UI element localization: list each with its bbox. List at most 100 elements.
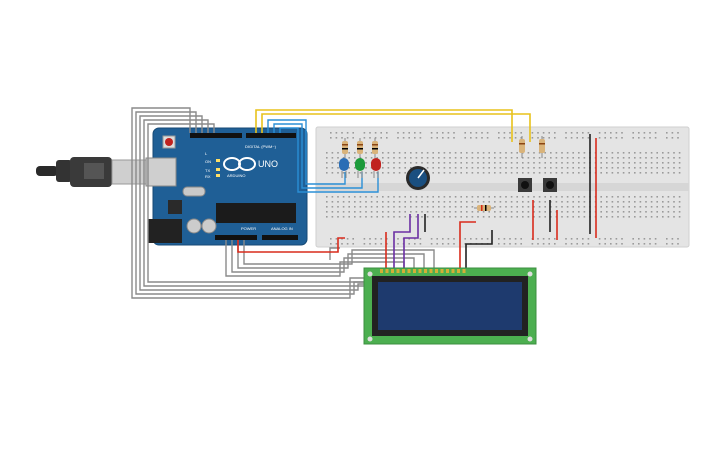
- arduino-logo: [223, 157, 256, 171]
- breadboard-hole: [510, 206, 513, 208]
- breadboard-hole: [486, 238, 489, 240]
- breadboard-hole: [382, 196, 384, 198]
- breadboard-hole: [376, 172, 378, 174]
- breadboard-hole: [634, 157, 636, 159]
- model-label: UNO: [258, 159, 278, 169]
- breadboard-hole: [436, 243, 438, 245]
- breadboard-hole: [611, 211, 614, 213]
- breadboard-hole: [330, 243, 332, 245]
- breadboard-hole: [466, 201, 468, 203]
- breadboard-hole: [578, 206, 580, 208]
- breadboard-hole: [488, 172, 490, 174]
- breadboard-hole: [542, 243, 545, 245]
- breadboard-hole: [643, 132, 646, 134]
- breadboard-hole: [578, 162, 580, 164]
- breadboard-hole: [533, 201, 535, 203]
- breadboard-hole: [471, 206, 474, 208]
- breadboard-hole: [415, 162, 418, 164]
- breadboard-hole: [522, 206, 524, 208]
- breadboard-hole: [442, 243, 444, 245]
- breadboard-hole: [397, 132, 399, 134]
- breadboard-hole: [414, 243, 416, 245]
- breadboard-hole: [341, 132, 343, 134]
- breadboard-hole: [662, 172, 664, 174]
- breadboard-hole: [611, 216, 614, 218]
- breadboard-hole: [460, 211, 462, 213]
- breadboard-hole: [606, 152, 608, 154]
- breadboard-hole: [622, 172, 625, 174]
- breadboard-hole: [656, 162, 658, 164]
- yellow-wires: [255, 109, 531, 142]
- breadboard-hole: [634, 216, 636, 218]
- breadboard-hole: [449, 211, 451, 213]
- breadboard-hole: [432, 211, 434, 213]
- breadboard-hole: [460, 152, 462, 154]
- breadboard-hole: [393, 152, 395, 154]
- breadboard-hole: [566, 206, 569, 208]
- breadboard-hole: [414, 137, 416, 139]
- breadboard-hole: [342, 216, 345, 218]
- breadboard-hole: [460, 196, 462, 198]
- breadboard-hole: [548, 243, 550, 245]
- breadboard-hole: [514, 243, 517, 245]
- breadboard-hole: [622, 152, 625, 154]
- breadboard-hole: [622, 162, 625, 164]
- breadboard-hole: [604, 243, 606, 245]
- breadboard-hole: [365, 167, 367, 169]
- breadboard-hole: [337, 167, 339, 169]
- breadboard-hole: [498, 132, 500, 134]
- red-led: [371, 158, 381, 178]
- breadboard-hole: [376, 201, 378, 203]
- breadboard-hole: [649, 132, 651, 134]
- breadboard-hole: [503, 238, 506, 240]
- breadboard-hole: [578, 152, 580, 154]
- breadboard-hole: [673, 167, 675, 169]
- breadboard-hole: [649, 137, 651, 139]
- breadboard-hole: [666, 243, 668, 245]
- breadboard-hole: [419, 238, 422, 240]
- breadboard-hole: [604, 238, 606, 240]
- breadboard-hole: [617, 196, 619, 198]
- breadboard-hole: [566, 157, 569, 159]
- breadboard-hole: [408, 137, 410, 139]
- breadboard-hole: [673, 196, 675, 198]
- breadboard-hole: [662, 216, 664, 218]
- breadboard-hole: [335, 238, 338, 240]
- breadboard-hole: [398, 211, 401, 213]
- breadboard-hole: [382, 216, 384, 218]
- breadboard-hole: [520, 238, 522, 240]
- blue-wires: [267, 119, 379, 193]
- breadboard-hole: [426, 167, 429, 169]
- breadboard-hole: [671, 243, 674, 245]
- breadboard-hole: [516, 152, 518, 154]
- breadboard-hole: [561, 196, 563, 198]
- breadboard-hole: [578, 216, 580, 218]
- breadboard-hole: [554, 243, 556, 245]
- breadboard-hole: [432, 162, 434, 164]
- breadboard-hole: [527, 196, 530, 198]
- breadboard-hole: [404, 201, 406, 203]
- breadboard-hole: [503, 137, 506, 139]
- breadboard-hole: [527, 167, 530, 169]
- breadboard-hole: [380, 238, 382, 240]
- breadboard-hole: [466, 216, 468, 218]
- breadboard-hole: [415, 196, 418, 198]
- breadboard-hole: [617, 201, 619, 203]
- breadboard-hole: [656, 167, 658, 169]
- breadboard-hole: [482, 216, 485, 218]
- breadboard-hole: [656, 172, 658, 174]
- breadboard-hole: [415, 211, 418, 213]
- breadboard-hole: [374, 132, 377, 134]
- breadboard-hole: [678, 211, 681, 213]
- breadboard-hole: [382, 157, 384, 159]
- breadboard: [315, 126, 690, 248]
- breadboard-hole: [634, 162, 636, 164]
- breadboard-hole: [370, 172, 373, 174]
- breadboard-hole: [667, 172, 670, 174]
- breadboard-hole: [369, 243, 371, 245]
- breadboard-hole: [566, 211, 569, 213]
- breadboard-hole: [572, 216, 574, 218]
- breadboard-hole: [438, 196, 440, 198]
- breadboard-hole: [326, 152, 328, 154]
- lcd-pin: [396, 269, 400, 273]
